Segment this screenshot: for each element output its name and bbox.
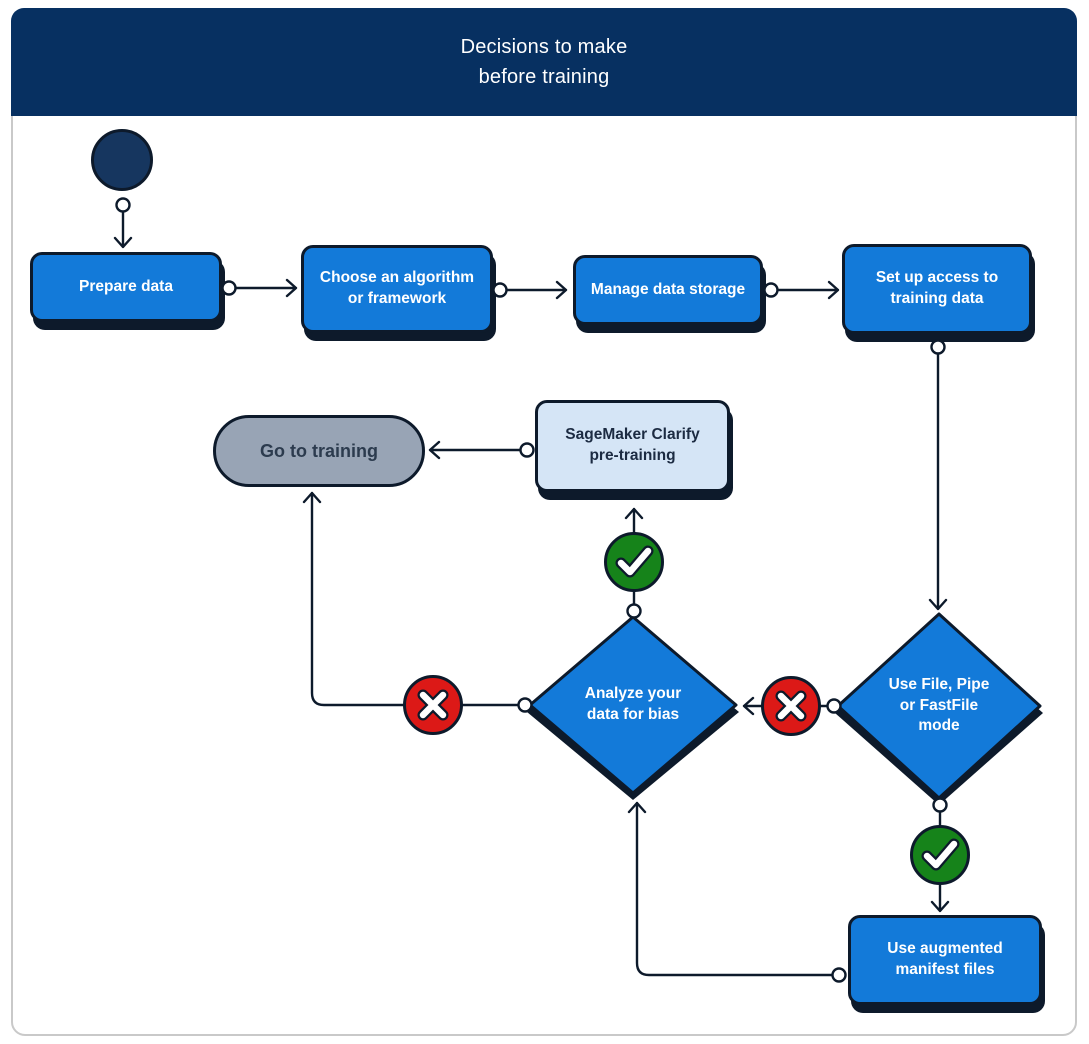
no-badge-between-diamonds bbox=[761, 676, 821, 736]
diamond-shape bbox=[527, 615, 739, 800]
node-label: SageMaker Clarify pre-training bbox=[565, 426, 700, 464]
yes-badge-below-file-mode bbox=[910, 825, 970, 885]
start-node bbox=[91, 129, 153, 191]
node-choose-algorithm: Choose an algorithm or framework bbox=[301, 245, 493, 333]
node-sagemaker-clarify-pretraining: SageMaker Clarify pre-training bbox=[535, 400, 730, 492]
node-label: Use File, Pipe or FastFile mode bbox=[888, 675, 990, 735]
decision-file-pipe-fastfile-mode: Use File, Pipe or FastFile mode bbox=[831, 607, 1047, 805]
node-setup-access-training-data: Set up access to training data bbox=[842, 244, 1032, 334]
check-icon bbox=[615, 545, 654, 578]
node-label: Prepare data bbox=[79, 277, 173, 295]
node-label: Choose an algorithm or framework bbox=[319, 269, 475, 307]
node-label: Set up access to training data bbox=[875, 269, 999, 307]
diagram-frame bbox=[11, 8, 1077, 1036]
yes-badge-above-analyze-bias bbox=[604, 532, 664, 592]
check-icon bbox=[921, 838, 960, 871]
node-use-augmented-manifest-files: Use augmented manifest files bbox=[848, 915, 1042, 1005]
node-label: Use augmented manifest files bbox=[887, 940, 1003, 978]
node-go-to-training: Go to training bbox=[213, 415, 425, 487]
diagram-header: Decisions to make before training bbox=[11, 8, 1077, 116]
node-label: Go to training bbox=[260, 440, 378, 461]
no-badge-left-of-analyze-bias bbox=[403, 675, 463, 735]
diagram-title: Decisions to make before training bbox=[460, 36, 628, 88]
decision-analyze-data-for-bias: Analyze your data for bias bbox=[523, 610, 743, 800]
node-prepare-data: Prepare data bbox=[30, 252, 222, 322]
node-manage-data-storage: Manage data storage bbox=[573, 255, 763, 325]
node-label: Analyze your data for bias bbox=[584, 685, 682, 723]
node-label: Manage data storage bbox=[590, 280, 746, 298]
x-icon bbox=[775, 690, 807, 722]
x-icon bbox=[417, 689, 449, 721]
